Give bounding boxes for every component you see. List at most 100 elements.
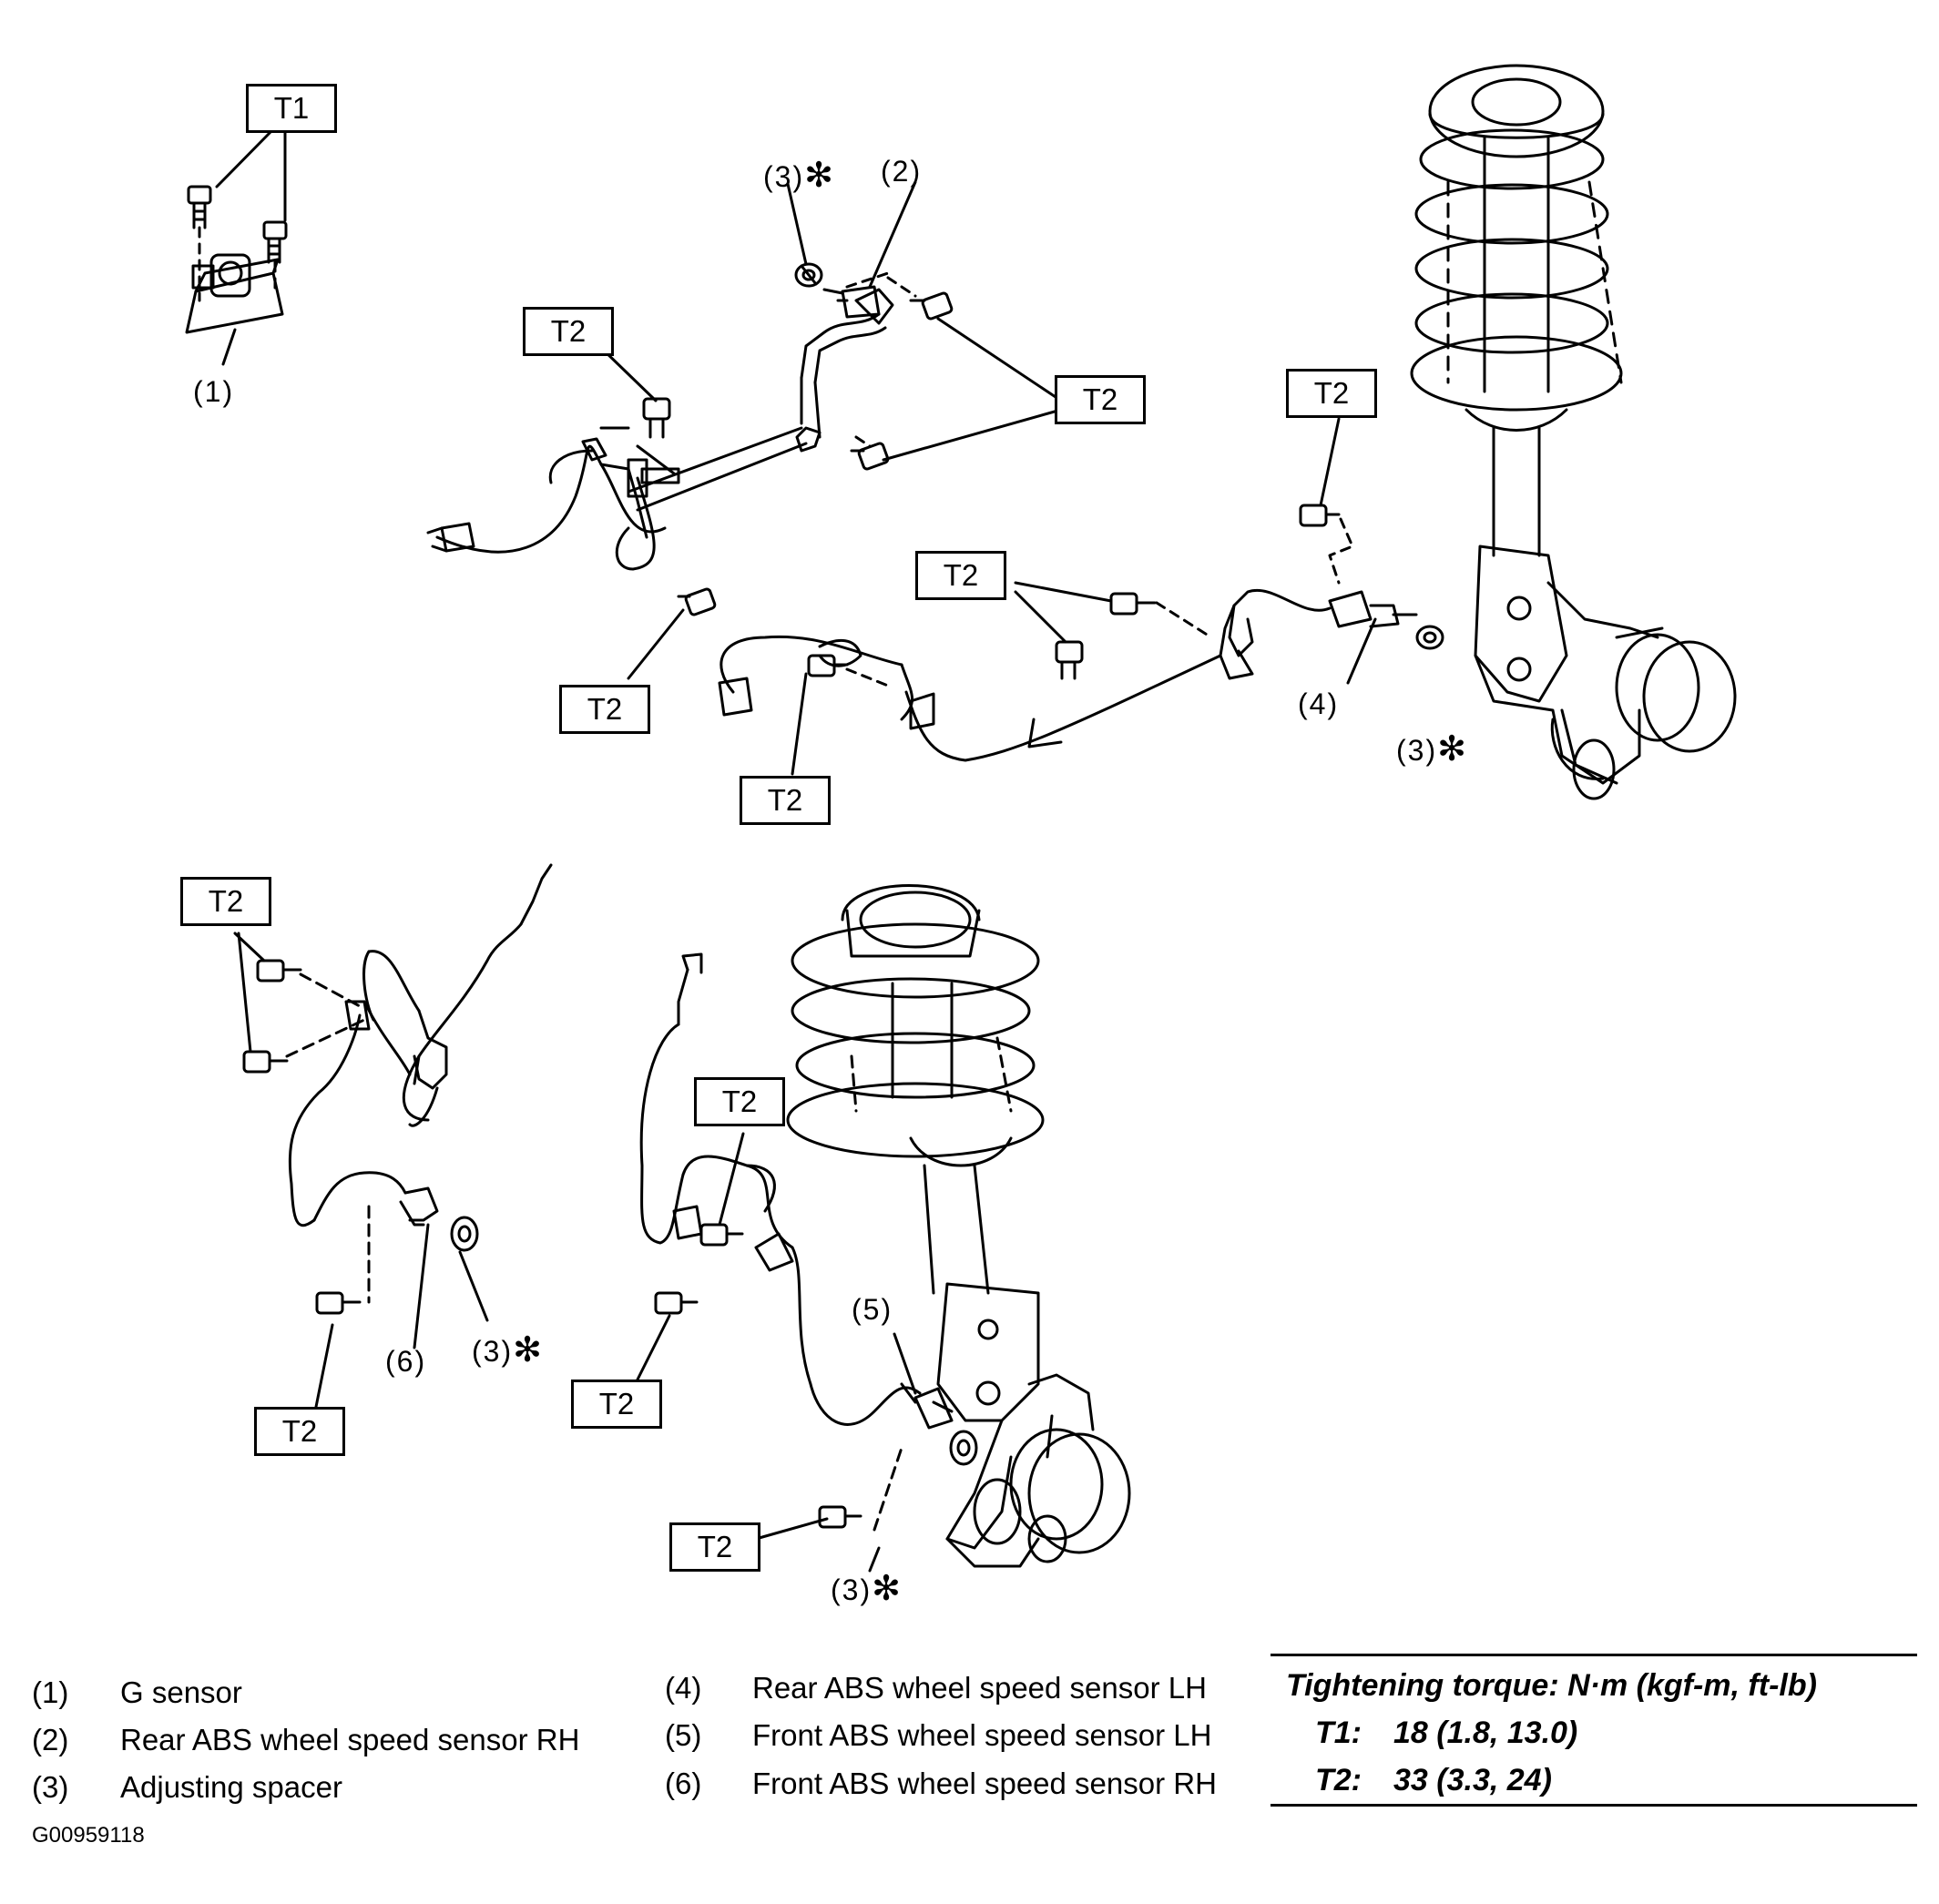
callout-3: (3)✻ — [831, 1568, 903, 1609]
legend-text: G sensor — [120, 1675, 242, 1709]
legend-number: (1) — [32, 1675, 69, 1709]
front-strut-assembly — [786, 884, 1131, 1568]
callout-2: (2) — [881, 155, 922, 188]
torque-tag-t2: T2 — [915, 551, 1006, 600]
bolt-rear-lh-d — [807, 654, 849, 677]
torque-tag-t2: T2 — [694, 1077, 785, 1126]
torque-table-bottom-rule — [1271, 1804, 1917, 1807]
torque-tag-t2: T2 — [254, 1407, 345, 1456]
torque-tag-label: T2 — [587, 692, 623, 726]
bolt-rear-rh-a — [642, 397, 671, 439]
torque-tag-label: T2 — [1313, 376, 1350, 410]
rear-rh-sensor-head — [822, 285, 881, 319]
legend-item: (4) — [665, 1671, 701, 1705]
legend-number: (2) — [32, 1723, 69, 1756]
bolt-front-rh-b — [242, 1050, 289, 1074]
legend-text: Rear ABS wheel speed sensor RH — [120, 1723, 580, 1756]
callout-number: (6) — [385, 1345, 427, 1378]
asterisk-icon: ✻ — [1437, 730, 1468, 769]
legend-item: Rear ABS wheel speed sensor LH — [752, 1671, 1207, 1705]
rear-rh-harness — [426, 288, 894, 571]
torque-tag-label: T2 — [1082, 382, 1118, 416]
bolt-rear-lh-a — [1109, 592, 1157, 616]
callout-number: (4) — [1298, 687, 1340, 720]
bolt-rear-rh-b — [909, 291, 954, 321]
legend-number: (6) — [665, 1767, 702, 1800]
torque-row-key: T2: — [1315, 1763, 1362, 1797]
torque-tag-label: T2 — [598, 1387, 635, 1420]
bolt-front-lh-b — [654, 1291, 699, 1315]
callout-number: (3) — [472, 1335, 514, 1368]
legend-item: (1) — [32, 1675, 68, 1710]
torque-tag-t1: T1 — [246, 84, 337, 133]
torque-tag-t2: T2 — [740, 776, 831, 825]
legend-text: Rear ABS wheel speed sensor LH — [752, 1671, 1207, 1705]
torque-tag-t2: T2 — [571, 1380, 662, 1429]
torque-table-title: Tightening torque: N·m (kgf-m, ft-lb) — [1286, 1668, 1817, 1703]
bolt-rear-rh-d — [677, 587, 717, 616]
torque-tag-t2: T2 — [1286, 369, 1377, 418]
legend-item: (6) — [665, 1767, 701, 1801]
asterisk-icon: ✻ — [872, 1570, 903, 1608]
g-sensor-bolt-left — [187, 185, 212, 229]
legend-item: G sensor — [120, 1675, 242, 1710]
torque-row-key: T1: — [1315, 1716, 1362, 1750]
callout-1: (1) — [193, 375, 234, 409]
g-sensor-part — [185, 253, 284, 334]
legend-text: Front ABS wheel speed sensor RH — [752, 1767, 1217, 1800]
torque-tag-t2: T2 — [180, 877, 271, 926]
asterisk-icon: ✻ — [804, 157, 835, 195]
legend-number: (4) — [665, 1671, 702, 1705]
torque-tag-label: T2 — [721, 1084, 758, 1118]
legend-text: Adjusting spacer — [120, 1770, 342, 1804]
torque-tag-label: T2 — [767, 783, 803, 817]
legend-number: (3) — [32, 1770, 69, 1804]
legend-item: Adjusting spacer — [120, 1770, 342, 1805]
torque-tag-t2: T2 — [523, 307, 614, 356]
callout-3: (3)✻ — [1396, 728, 1468, 769]
callout-number: (3) — [831, 1573, 873, 1606]
legend-text: Front ABS wheel speed sensor LH — [752, 1718, 1212, 1752]
bolt-front-rh-c — [315, 1291, 362, 1315]
torque-tag-t2: T2 — [1055, 375, 1146, 424]
torque-tag-label: T2 — [943, 558, 979, 592]
torque-tag-label: T1 — [273, 91, 310, 125]
torque-row-value: 18 (1.8, 13.0) — [1393, 1716, 1578, 1750]
front-lh-harness — [639, 952, 954, 1430]
torque-tag-t2: T2 — [669, 1522, 760, 1572]
callout-5: (5) — [852, 1293, 893, 1327]
callout-3: (3)✻ — [763, 155, 835, 196]
rear-strut-assembly — [1410, 64, 1737, 800]
callout-number: (2) — [881, 155, 923, 188]
bolt-front-lh-a — [699, 1223, 744, 1247]
legend-item: Front ABS wheel speed sensor LH — [752, 1718, 1211, 1753]
bolt-rear-lh-b — [1055, 640, 1084, 680]
torque-tag-label: T2 — [550, 314, 587, 348]
legend-item: Front ABS wheel speed sensor RH — [752, 1767, 1217, 1801]
rear-lh-harness — [718, 588, 1418, 762]
callout-4: (4) — [1298, 687, 1339, 721]
legend-item: (2) — [32, 1723, 68, 1757]
torque-tag-t2: T2 — [559, 685, 650, 734]
legend-item: (5) — [665, 1718, 701, 1753]
callout-3: (3)✻ — [472, 1329, 544, 1370]
g-sensor-bolt-right — [262, 220, 288, 264]
callout-number: (5) — [852, 1293, 893, 1326]
front-rh-harness — [288, 863, 553, 1227]
torque-row-value: 33 (3.3, 24) — [1393, 1763, 1552, 1797]
asterisk-icon: ✻ — [513, 1331, 544, 1369]
callout-number: (3) — [763, 160, 805, 193]
torque-tag-label: T2 — [697, 1530, 733, 1563]
torque-table-top-rule — [1271, 1654, 1917, 1656]
torque-tag-label: T2 — [281, 1414, 318, 1448]
bolt-front-lh-c — [818, 1505, 862, 1529]
callout-number: (3) — [1396, 734, 1438, 767]
legend-item: Rear ABS wheel speed sensor RH — [120, 1723, 579, 1757]
bolt-front-rh-a — [256, 959, 302, 983]
legend-number: (5) — [665, 1718, 702, 1752]
figure-id: G00959118 — [32, 1823, 145, 1848]
legend-item: (3) — [32, 1770, 68, 1805]
bolt-rear-lh-c — [1299, 504, 1341, 527]
torque-tag-label: T2 — [208, 884, 244, 918]
